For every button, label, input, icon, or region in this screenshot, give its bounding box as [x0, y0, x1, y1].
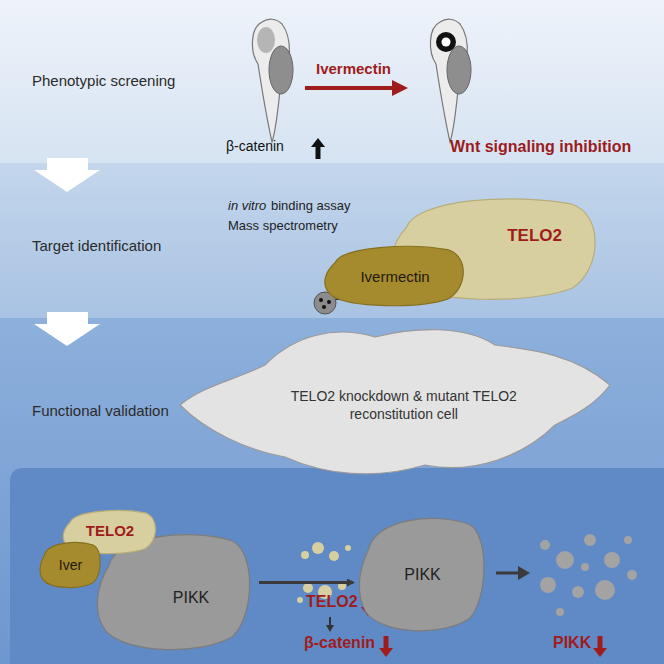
node-label: TELO2 — [507, 226, 562, 246]
text-label: TELO2 — [306, 593, 358, 611]
text-label: PIKK — [553, 634, 591, 652]
node-label: PIKK — [173, 589, 209, 607]
band-bg — [0, 318, 664, 664]
chevron — [34, 312, 100, 346]
band-title: Functional validation — [32, 402, 169, 419]
text-label: in vitro — [228, 198, 266, 213]
node-label: Iver — [59, 557, 82, 573]
text-label: β-catenin — [304, 634, 375, 652]
node-label: Ivermectin — [360, 268, 429, 285]
node-label: PIKK — [404, 566, 440, 584]
band-bg — [0, 163, 664, 318]
node-shape: TELO2 knockdown & mutant TELO2 reconstit… — [175, 325, 615, 480]
shape-path — [40, 543, 100, 588]
text-label: β-catenin — [226, 138, 284, 154]
shape-path — [97, 535, 249, 650]
degraded-fragments — [540, 534, 637, 616]
chevron — [34, 158, 100, 192]
node-shape: Ivermectin — [320, 243, 470, 309]
text-label: binding assay — [271, 198, 351, 213]
shape-path — [180, 330, 610, 474]
band-title: Phenotypic screening — [32, 72, 175, 89]
text-label: Wnt signaling inhibition — [450, 138, 631, 156]
zebrafish — [252, 19, 293, 142]
band-bg — [0, 0, 664, 163]
text-label: Mass spectrometry — [228, 218, 338, 233]
shape-path — [325, 246, 463, 305]
zebrafish — [430, 19, 471, 142]
shape-path — [359, 518, 484, 630]
inner-panel — [10, 468, 664, 664]
arrow-connector — [259, 581, 353, 584]
node-label: TELO2 — [86, 521, 134, 538]
node-shape: PIKK — [355, 512, 490, 637]
panel-band: Functional validation TELO2 knockdown & m… — [0, 318, 664, 664]
node-shape: Iver — [38, 540, 103, 590]
panel-band: Target identification TELO2Ivermectin — [0, 163, 664, 318]
band-title: Target identification — [32, 237, 161, 254]
node-label: TELO2 knockdown & mutant TELO2 reconstit… — [284, 387, 524, 425]
text-label: Ivermectin — [316, 60, 391, 77]
